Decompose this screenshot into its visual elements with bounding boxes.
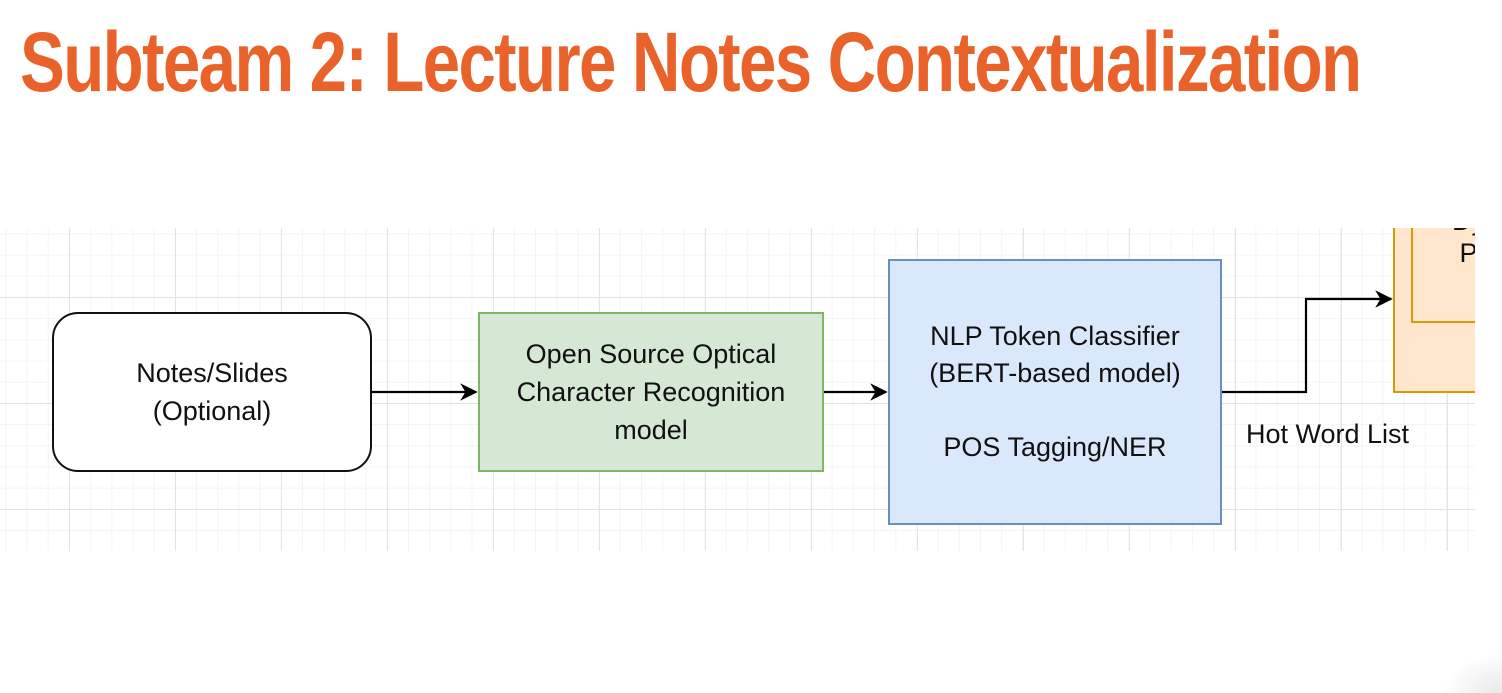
- page-corner-shadow: [1442, 653, 1502, 693]
- edge-label-hot-word-list: Hot Word List: [1246, 419, 1410, 449]
- node-notes-slides: Notes/Slides (Optional): [52, 312, 372, 472]
- node-nlp-token-classifier: NLP Token Classifier (BERT-based model) …: [888, 259, 1222, 525]
- node-partial-container: Dyn Ph: [1393, 228, 1475, 393]
- edge-nlp-to-partial: [1222, 290, 1393, 394]
- slide-title: Subteam 2: Lecture Notes Contextualizati…: [20, 15, 1362, 109]
- node-notes-slides-label: Notes/Slides (Optional): [136, 358, 288, 426]
- node-partial-inner: Dyn Ph: [1411, 228, 1475, 323]
- node-ocr-model: Open Source Optical Character Recognitio…: [478, 312, 824, 472]
- node-nlp-token-classifier-label: NLP Token Classifier (BERT-based model) …: [929, 321, 1181, 462]
- node-ocr-model-label: Open Source Optical Character Recognitio…: [516, 339, 786, 445]
- flow-diagram: Notes/Slides (Optional) Open Source Opti…: [0, 228, 1475, 551]
- diagram-edges: [372, 290, 1393, 401]
- node-partial-label: Dyn Ph: [1452, 228, 1475, 268]
